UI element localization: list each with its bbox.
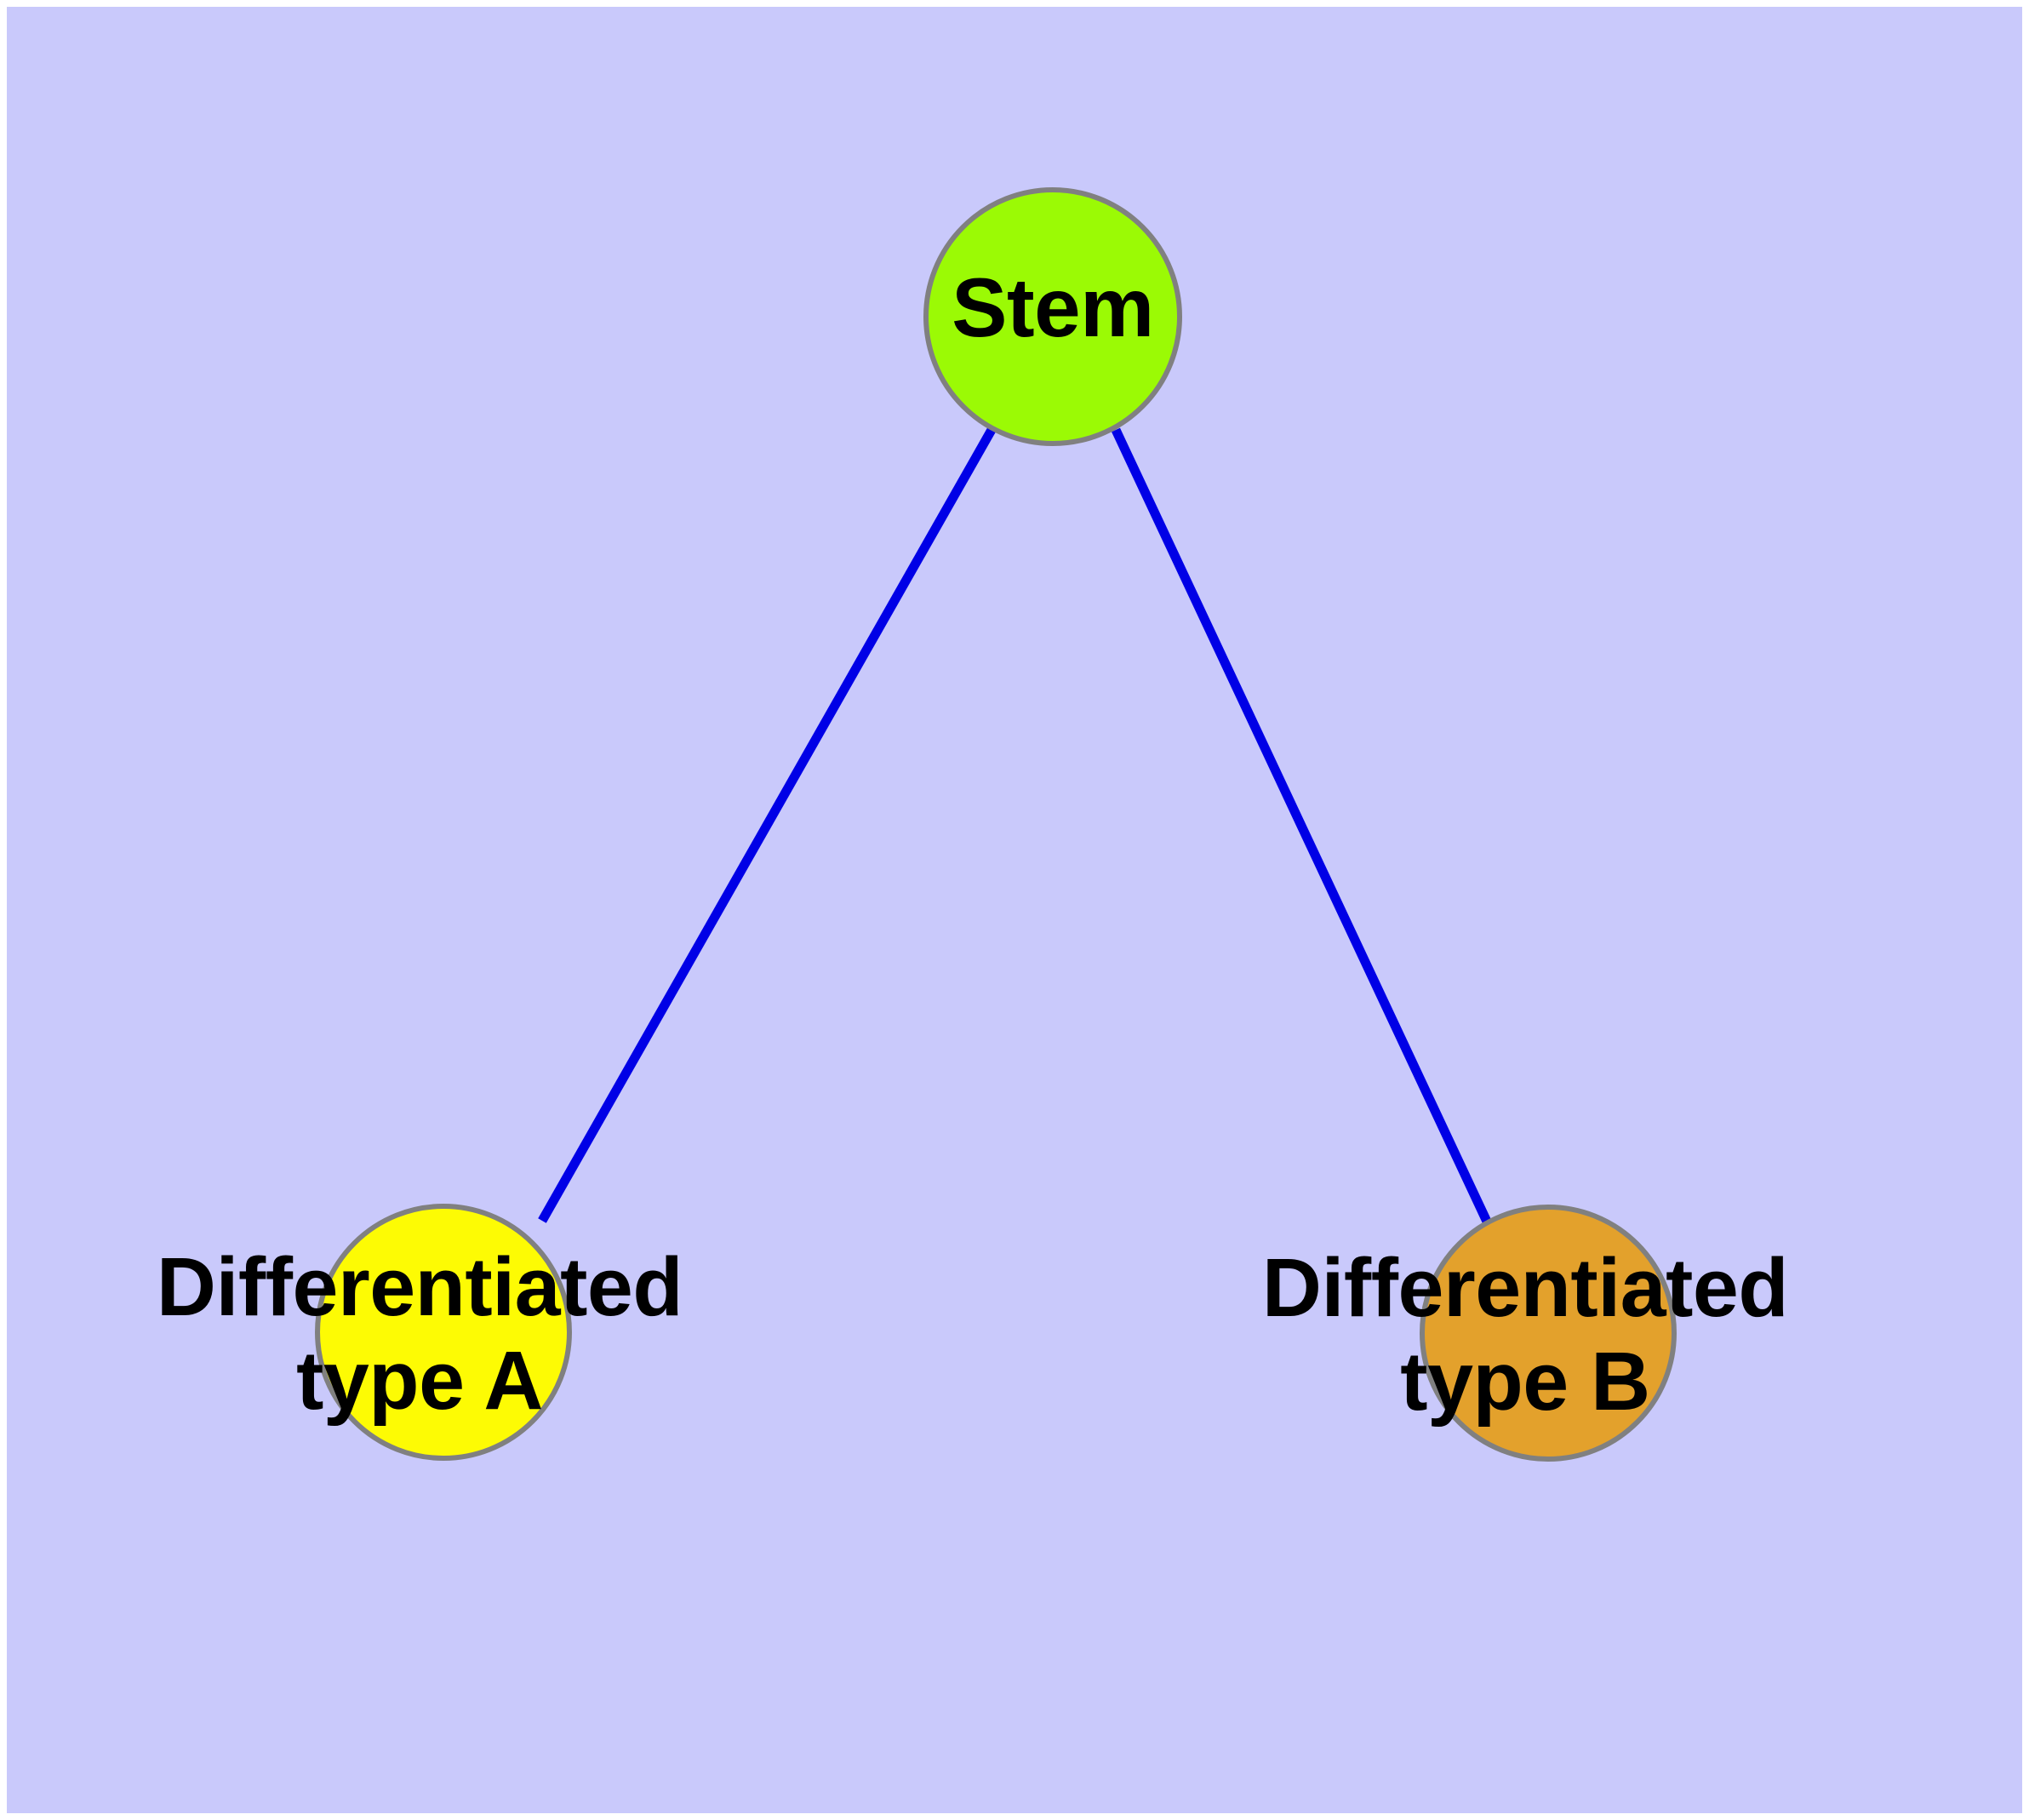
edge-stem-to-differentiated-type-b [1112, 427, 1492, 1226]
node-differentiated-type-a-circle[interactable] [315, 1204, 572, 1461]
edge-stem-to-differentiated-type-a [538, 427, 996, 1223]
node-stem-circle[interactable] [923, 187, 1182, 446]
node-differentiated-type-b-circle[interactable] [1420, 1205, 1677, 1462]
